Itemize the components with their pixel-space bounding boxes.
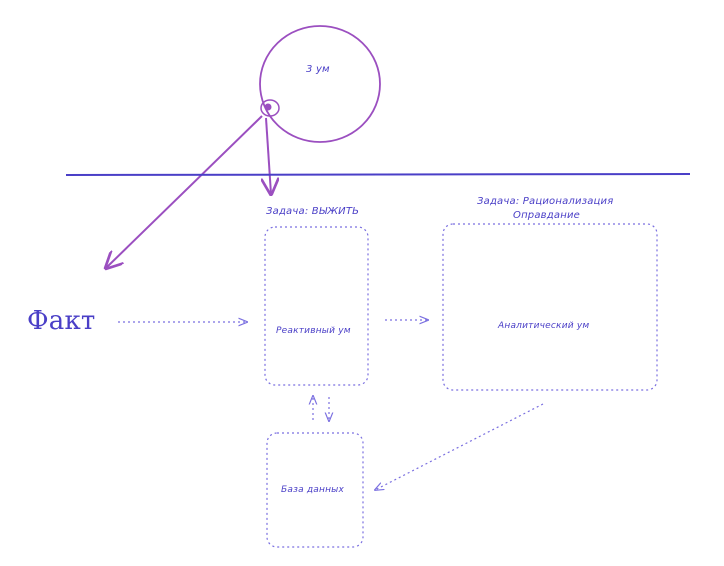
reactive-mind-label: Реактивный ум <box>276 326 351 336</box>
task-rational-label-line1: Задача: Рационализация <box>477 196 614 207</box>
database-label: База данных <box>281 485 344 495</box>
reactive-mind-box <box>264 226 369 386</box>
eye-pupil <box>264 103 272 111</box>
horizontal-divider <box>65 173 691 176</box>
analytical-mind-label: Аналитический ум <box>498 321 590 331</box>
arrow-eye-to-reactive <box>266 117 271 194</box>
eye-outer <box>260 99 280 117</box>
task-survive-label: Задача: ВЫЖИТЬ <box>266 206 360 217</box>
arrow-eye-to-fact <box>106 115 263 268</box>
task-rational-label-line2: Оправдание <box>513 210 581 221</box>
fact-label: Факт <box>27 306 96 336</box>
arrow-analytical-to-database <box>375 403 544 490</box>
mind-circle <box>259 25 381 143</box>
circle-label: 3 ум <box>306 64 330 75</box>
analytical-mind-box <box>442 223 658 391</box>
